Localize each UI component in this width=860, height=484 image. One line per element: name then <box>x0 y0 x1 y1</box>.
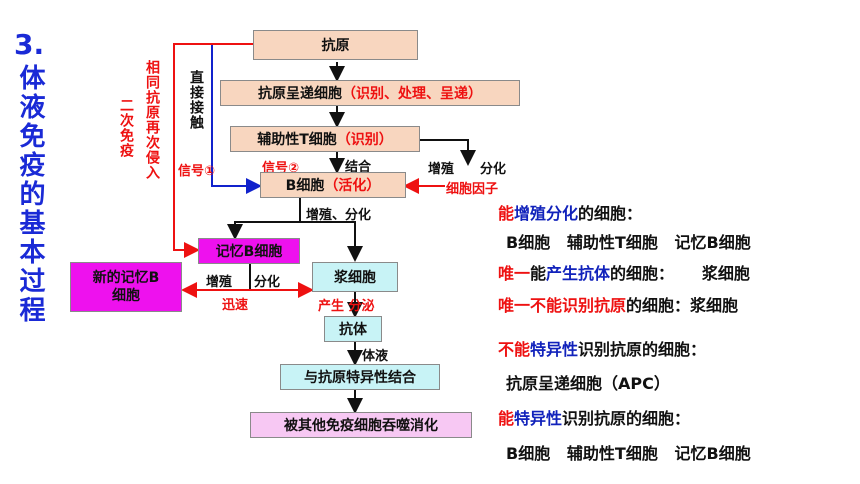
summary-text: 特异性 <box>530 340 579 359</box>
summary-text: 不能 <box>498 340 531 359</box>
summary-text: 特异性 <box>514 409 563 428</box>
label-differentiate-1: 分化 <box>480 162 507 177</box>
label-body-fluid: 体液 <box>362 349 389 364</box>
summary-text: 的细胞： <box>578 204 643 223</box>
summary-line: 抗原呈递细胞（APC） <box>506 370 670 394</box>
summary-text: 唯一 <box>498 264 531 283</box>
label-reinvade: 相同抗原再次侵入 <box>144 60 160 180</box>
summary-text: 识别抗原的细胞： <box>578 340 707 359</box>
helper-t-box: 辅助性T细胞（识别） <box>230 126 420 152</box>
summary-text: 产生抗体 <box>546 264 611 283</box>
phagocytosis-box: 被其他免疫细胞吞噬消化 <box>250 412 472 438</box>
label-proliferate-differentiate: 增殖、分化 <box>306 208 372 223</box>
memory-b-label: 记忆B细胞 <box>215 244 283 260</box>
label-rapid: 迅速 <box>222 298 249 313</box>
new-memory-b-line2: 细胞 <box>112 288 140 304</box>
bind-antigen-label: 与抗原特异性结合 <box>304 370 416 386</box>
b-cell-label: B细胞 <box>285 178 325 194</box>
bind-antigen-box: 与抗原特异性结合 <box>280 364 440 390</box>
phagocytosis-label: 被其他免疫细胞吞噬消化 <box>284 418 438 434</box>
summary-line: 能增殖分化的细胞： <box>498 200 642 224</box>
antibody-label: 抗体 <box>339 322 367 338</box>
summary-line: B细胞 辅助性T细胞 记忆B细胞 <box>506 229 751 253</box>
new-memory-b-box: 新的记忆B 细胞 <box>70 262 182 312</box>
plasma-cell-label: 浆细胞 <box>334 270 376 286</box>
label-direct-contact: 直接接触 <box>188 70 204 130</box>
label-cytokine: 细胞因子 <box>446 182 499 197</box>
new-memory-b-line1: 新的记忆B <box>92 270 160 286</box>
helper-t-label: 辅助性T细胞 <box>257 132 337 148</box>
antigen-box: 抗原 <box>253 30 418 60</box>
memory-b-box: 记忆B细胞 <box>198 238 300 264</box>
summary-text: 的细胞：浆细胞 <box>626 296 739 315</box>
heading-number: 3. <box>14 28 45 61</box>
label-differentiate-2: 分化 <box>254 275 281 290</box>
apc-note: （识别、处理、呈递） <box>342 86 482 102</box>
label-proliferate-2: 增殖 <box>206 275 233 290</box>
label-bind: 结合 <box>345 160 372 175</box>
summary-line: 不能特异性识别抗原的细胞： <box>498 336 706 360</box>
summary-line: B细胞 辅助性T细胞 记忆B细胞 <box>506 440 751 464</box>
summary-text: 识别抗原的细胞： <box>562 409 691 428</box>
heading-title: 体液免疫的基本过程 <box>15 64 45 325</box>
label-signal-1: 信号① <box>178 164 216 179</box>
summary-line: 唯一能产生抗体的细胞： 浆细胞 <box>498 260 750 284</box>
plasma-cell-box: 浆细胞 <box>312 262 398 292</box>
antibody-box: 抗体 <box>324 316 382 342</box>
summary-text: 能 <box>530 264 547 283</box>
b-cell-box: B细胞（活化） <box>260 172 406 198</box>
summary-text: 抗原呈递细胞（APC） <box>506 374 670 393</box>
label-secondary-immunity: 二次免疫 <box>118 98 134 158</box>
antigen-label: 抗原 <box>321 38 350 54</box>
summary-text: 能 <box>498 409 515 428</box>
summary-line: 唯一不能识别抗原的细胞：浆细胞 <box>498 292 738 316</box>
summary-text: 能 <box>498 204 515 223</box>
label-proliferate-1: 增殖 <box>428 162 455 177</box>
helper-t-note: （识别） <box>336 132 393 148</box>
summary-text: 的细胞： 浆细胞 <box>610 264 750 283</box>
summary-text: 增殖分化 <box>514 204 579 223</box>
apc-box: 抗原呈递细胞（识别、处理、呈递） <box>220 80 520 106</box>
summary-text: B细胞 辅助性T细胞 记忆B细胞 <box>506 444 751 463</box>
b-cell-note: （活化） <box>324 178 381 194</box>
summary-text: 唯一不能识别抗原 <box>498 296 627 315</box>
label-produce-secrete: 产生 分泌 <box>318 299 375 314</box>
apc-label: 抗原呈递细胞 <box>258 86 342 102</box>
summary-text: B细胞 辅助性T细胞 记忆B细胞 <box>506 233 751 252</box>
summary-line: 能特异性识别抗原的细胞： <box>498 405 690 429</box>
